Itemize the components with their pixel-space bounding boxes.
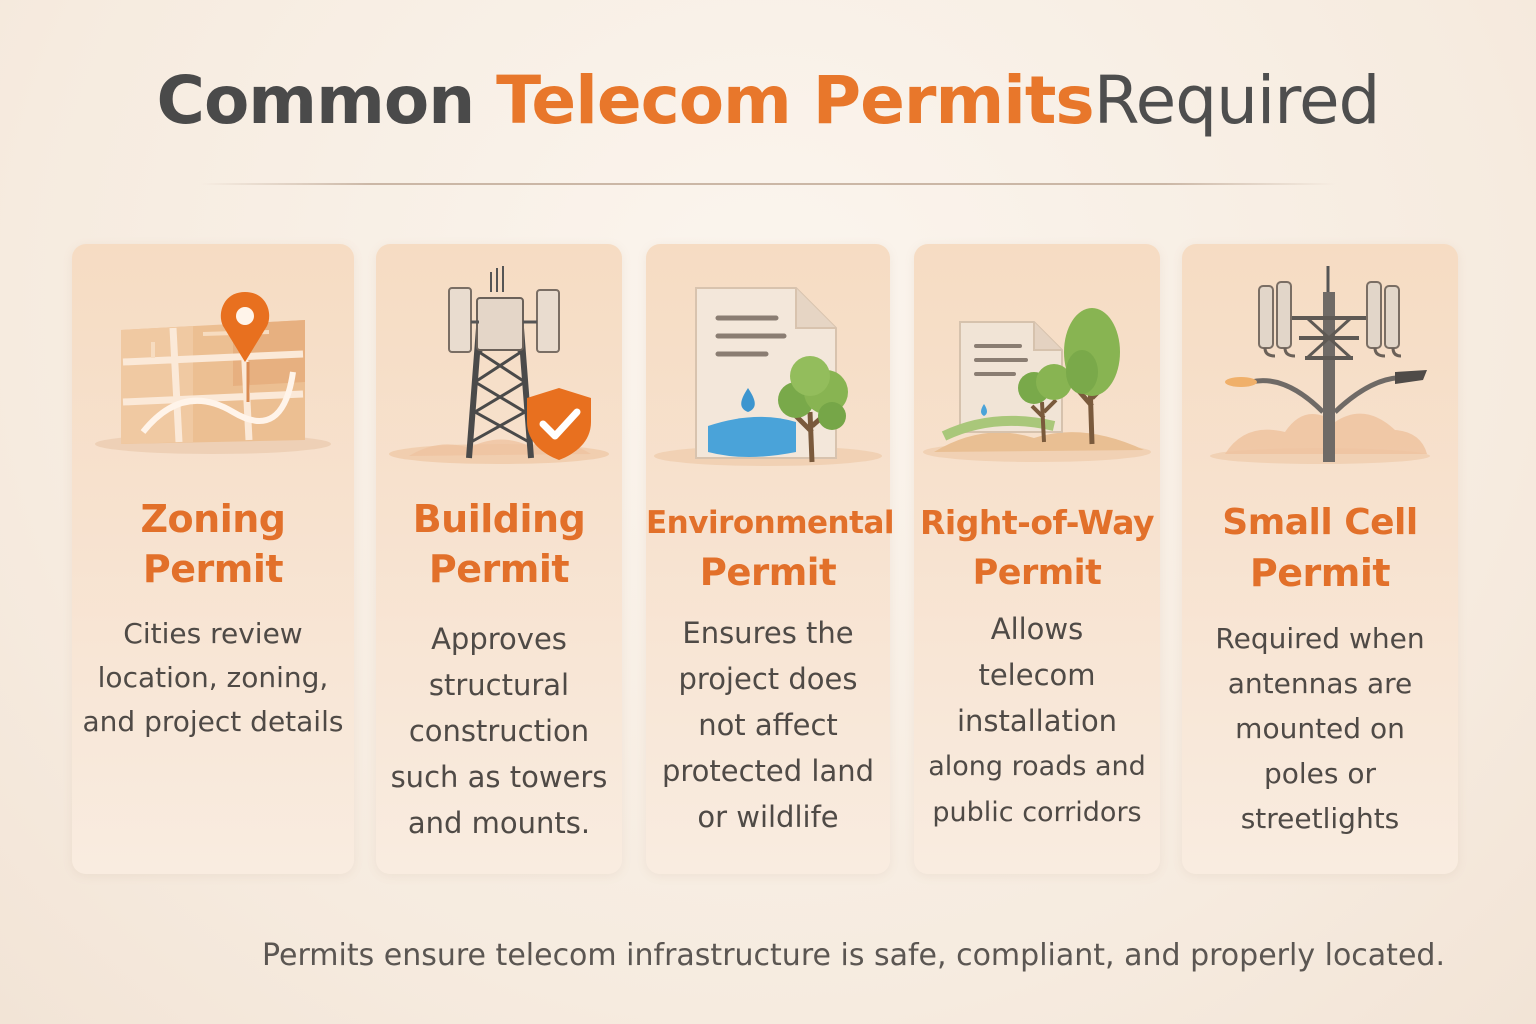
- card-description: Allows telecom installation along roads …: [922, 606, 1152, 836]
- desc-line: telecom: [978, 658, 1096, 692]
- document-tree-icon: [646, 262, 890, 482]
- desc-line: construction: [408, 714, 590, 748]
- desc-line: antennas are: [1227, 667, 1413, 700]
- desc-line: streetlights: [1240, 802, 1400, 835]
- desc-line: installation: [956, 704, 1118, 738]
- card-title: Zoning Permit: [72, 494, 354, 594]
- desc-line: Required when: [1215, 622, 1425, 655]
- desc-line: project does: [678, 662, 858, 696]
- desc-line: and mounts.: [407, 806, 591, 840]
- card-environmental-permit: Environmental Permit Ensures the project…: [646, 244, 895, 874]
- card-title-line: Permit: [972, 553, 1102, 593]
- card-title-line: Right-of-Way: [920, 503, 1154, 542]
- card-title-line: Zoning: [140, 497, 287, 541]
- card-title-line: Permit: [1249, 551, 1391, 595]
- card-title-line: Small Cell: [1222, 502, 1418, 543]
- desc-line: mounted on: [1235, 712, 1405, 745]
- desc-line: poles or: [1263, 757, 1377, 790]
- title-divider: [200, 183, 1336, 185]
- card-zoning-permit: Zoning Permit Cities review location, zo…: [72, 244, 354, 874]
- card-title: Small Cell Permit: [1182, 498, 1458, 598]
- desc-line: structural: [428, 668, 570, 702]
- desc-line: along roads and: [928, 751, 1146, 782]
- card-right-of-way-permit: Right-of-Way Permit Allows telecom insta…: [914, 244, 1160, 874]
- card-title-line: Environmental: [646, 505, 895, 541]
- desc-line: or wildlife: [697, 800, 839, 834]
- document-landscape-icon: [914, 262, 1160, 482]
- card-description: Cities review location, zoning, and proj…: [80, 612, 346, 744]
- map-pin-icon: [72, 262, 354, 482]
- card-description: Ensures the project does not affect prot…: [654, 610, 882, 840]
- desc-line: Approves: [431, 622, 567, 656]
- card-title-line: Permit: [699, 551, 837, 594]
- card-title: Building Permit: [376, 494, 622, 594]
- desc-line: location, zoning,: [97, 661, 329, 694]
- card-description: Approves structural construction such as…: [384, 616, 614, 846]
- desc-line: Allows: [990, 612, 1084, 646]
- desc-line: protected land: [661, 754, 875, 788]
- card-description: Required when antennas are mounted on po…: [1190, 616, 1450, 841]
- footer-caption: Permits ensure telecom infrastructure is…: [262, 938, 1445, 973]
- card-title-line: Permit: [142, 547, 284, 591]
- desc-line: such as towers: [390, 760, 608, 794]
- title-common: Common: [156, 62, 476, 139]
- desc-line: Ensures the: [682, 616, 854, 650]
- tower-shield-icon: [376, 262, 622, 482]
- title-required: Required: [1093, 62, 1381, 139]
- card-title-line: Permit: [428, 547, 570, 591]
- desc-line: Cities review: [123, 617, 303, 650]
- card-title: Environmental Permit: [646, 498, 895, 598]
- card-building-permit: Building Permit Approves structural cons…: [376, 244, 622, 874]
- card-title: Right-of-Way Permit: [914, 498, 1160, 598]
- desc-line: public corridors: [932, 797, 1142, 828]
- desc-line: not affect: [698, 708, 838, 742]
- page-title: Common Telecom PermitsRequired: [0, 62, 1536, 139]
- card-small-cell-permit: Small Cell Permit Required when antennas…: [1182, 244, 1458, 874]
- title-telecom-permits: Telecom Permits: [496, 62, 1095, 139]
- small-cell-pole-icon: [1182, 262, 1458, 482]
- card-title-line: Building: [412, 497, 586, 541]
- desc-line: and project details: [82, 705, 344, 738]
